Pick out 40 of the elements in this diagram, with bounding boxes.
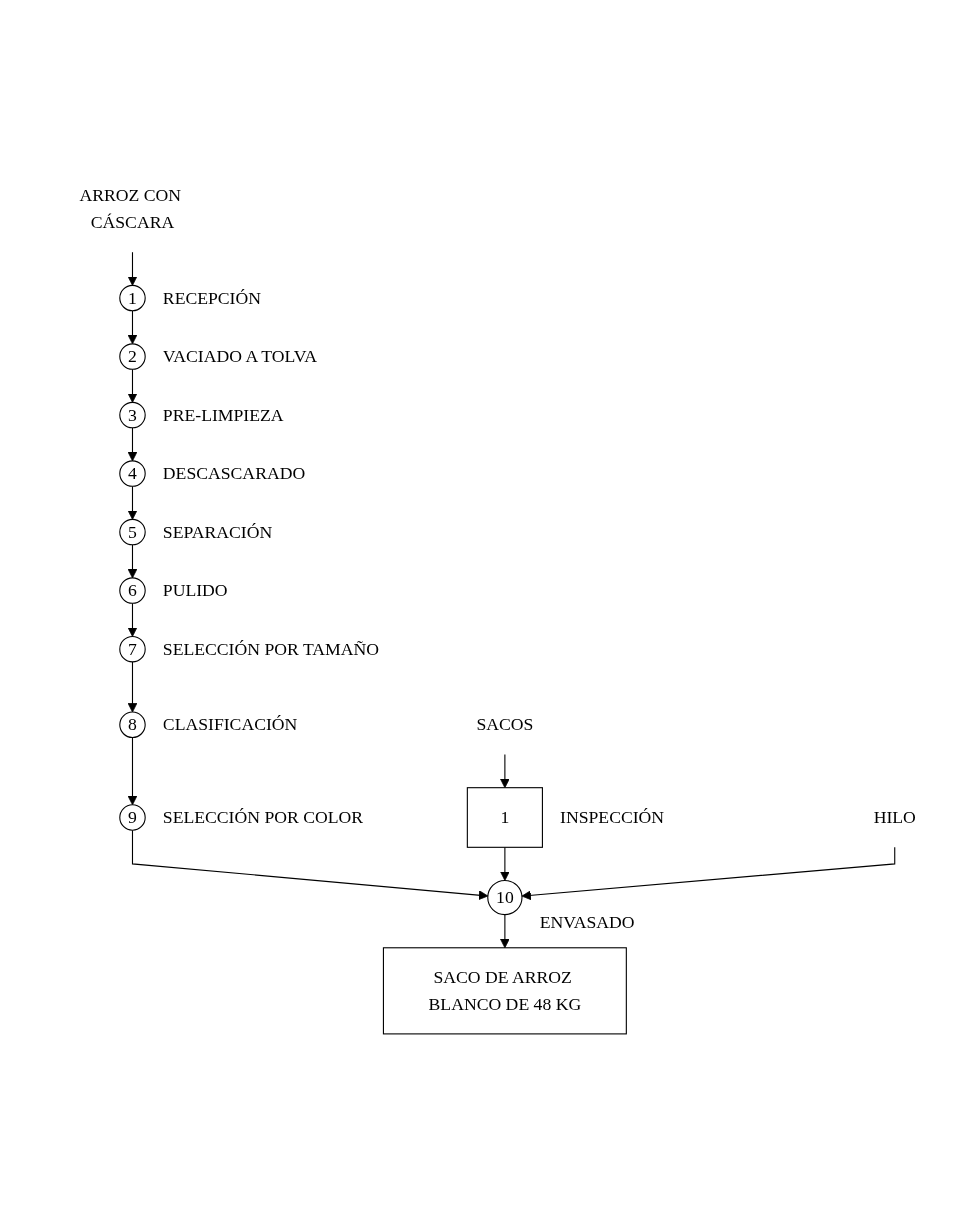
arrow [127,602,138,637]
arrow [127,544,138,579]
node-circle: 2 [119,343,146,370]
arrow [127,310,138,345]
node-text: HILO [873,807,916,827]
node-circle: 8 [119,711,146,738]
node-circle: 10 [487,879,523,916]
step-label: RECEPCIÓN [162,287,261,309]
arrow [127,736,138,806]
step-label: INSPECCIÓN [560,806,665,829]
step-label: SEPARACIÓN [162,521,273,543]
node-text: SACOS [476,714,534,734]
arrow [127,368,138,403]
arrow [521,846,896,901]
step-label: SELECCIÓN POR TAMAÑO [162,638,379,660]
node-circle: 7 [119,635,146,663]
arrow [127,485,138,520]
node-box: SACO DE ARROZ BLANCO DE 48 KG [382,947,627,1035]
step-label: PRE-LIMPIEZA [162,404,284,426]
step-label: DESCASCARADO [162,462,306,485]
step-label: VACIADO A TOLVA [162,345,317,368]
arrow [127,661,138,713]
node-circle: 9 [119,804,146,831]
arrow [127,251,138,286]
step-label: PULIDO [162,579,228,602]
arrow [127,427,138,462]
node-circle: 6 [119,577,146,604]
step-label: ENVASADO [539,911,635,934]
node-text: ARROZ CON CÁSCARA [79,185,182,232]
node-box: 1 [466,787,543,848]
node-circle: 3 [119,401,146,429]
node-circle: 5 [119,518,146,546]
step-label: CLASIFICACIÓN [162,713,298,736]
step-label: SELECCIÓN POR COLOR [162,806,364,829]
node-circle: 4 [119,460,146,487]
node-circle: 1 [119,284,146,312]
arrow [131,829,489,901]
arrow [500,754,510,789]
arrow [500,914,510,949]
arrow [500,846,510,881]
